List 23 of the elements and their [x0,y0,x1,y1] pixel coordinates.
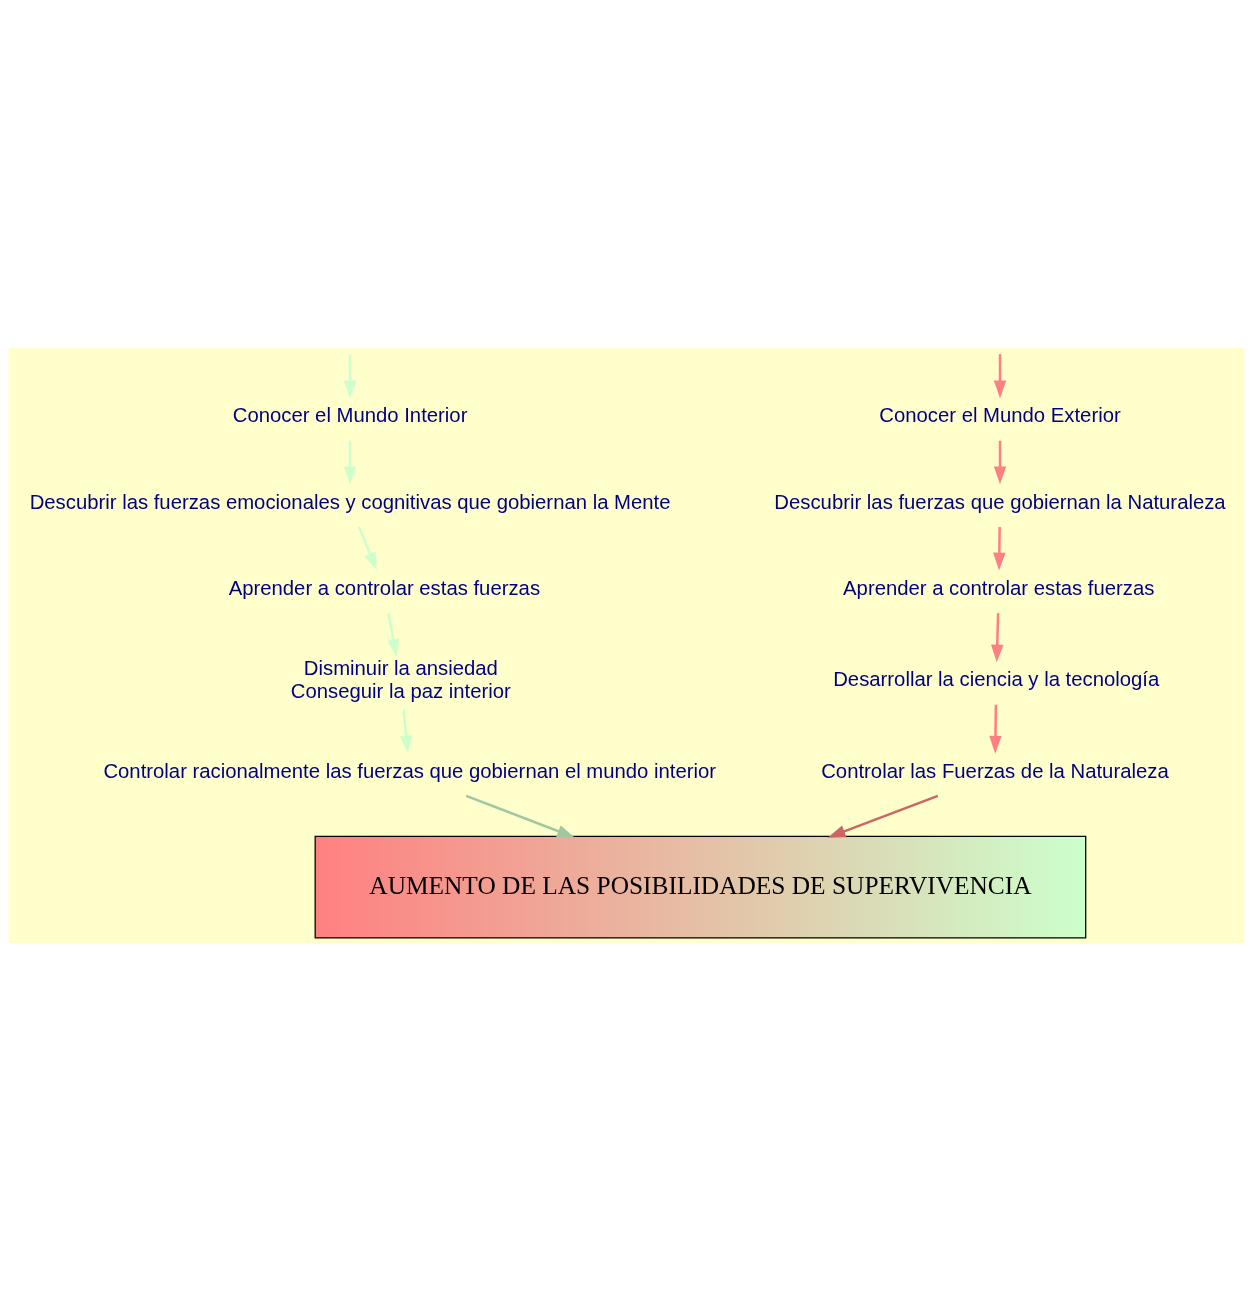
node-box: AUMENTO DE LAS POSIBILIDADES DE SUPERVIVENCIA [314,835,1087,939]
arrow [993,527,1006,571]
arrow [399,709,413,754]
node-text: Descubrir las fuerzas que gobiernan la Naturaleza [774,490,1226,513]
node-text: Desarrollar la ciencia y la tecnología [833,668,1160,691]
node-text: Aprender a controlar estas fuerzas [843,576,1155,599]
arrow [357,526,377,571]
node-text: Conocer el Mundo Exterior [879,404,1121,427]
arrow [465,794,575,838]
node-text: Controlar racionalmente las fuerzas que gobiernan el mundo interior [103,759,717,782]
node-text: Descubrir las fuerzas emocionales y cognitivas que gobiernan la Mente [29,490,671,513]
arrow [989,704,1002,754]
node-text: Disminuir la ansiedad Conseguir la paz interior [290,656,511,702]
arrow [827,794,939,838]
arrow [991,613,1004,663]
arrow [387,613,400,658]
arrow [343,354,357,399]
node-text: Aprender a controlar estas fuerzas [228,576,541,599]
arrow [343,440,357,485]
node-text: Controlar las Fuerzas de la Naturaleza [821,759,1169,782]
arrow [993,354,1007,399]
node-text: Conocer el Mundo Interior [232,404,468,427]
arrow [993,440,1007,485]
